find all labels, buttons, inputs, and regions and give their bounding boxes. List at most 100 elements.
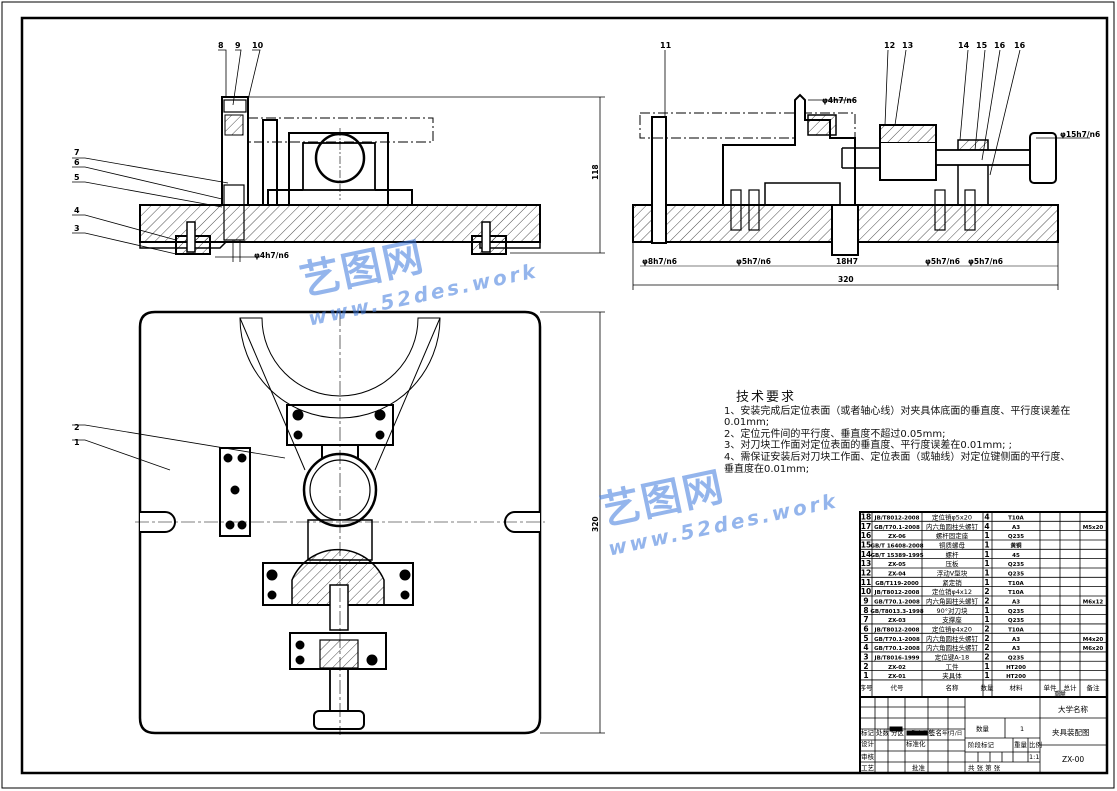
parts-cell: 45 [1012, 553, 1020, 559]
parts-cell: GB/T 16408-2008 [870, 543, 923, 549]
balloon-6: 6 [74, 158, 80, 167]
parts-cell: T10A [1008, 516, 1024, 522]
parts-cell: 1 [984, 578, 989, 587]
tb-sheets: 共 张 第 张 [968, 763, 1001, 772]
parts-cell: 浮动V型块 [937, 568, 968, 577]
parts-cell: A3 [1012, 525, 1020, 531]
balloon-13: 13 [902, 41, 913, 50]
parts-cell: 7 [863, 615, 868, 624]
balloon-16a: 16 [994, 41, 1006, 50]
tb-scale-label: 比例 [1029, 740, 1042, 749]
parts-cell: ZX-03 [888, 618, 906, 624]
balloon-16b: 16 [1014, 41, 1026, 50]
parts-cell: 2 [984, 643, 989, 652]
balloon-10: 10 [252, 41, 264, 50]
parts-cell: 螺杆 [946, 550, 960, 559]
parts-cell: 1 [984, 671, 989, 680]
parts-cell: 10 [861, 587, 871, 596]
parts-cell: 压板 [946, 559, 960, 568]
parts-cell: 8 [863, 606, 868, 615]
tool-block-top [219, 447, 251, 537]
parts-cell: 5 [863, 634, 868, 643]
parts-header-single: 单件 [1044, 683, 1058, 692]
parts-cell: 4 [863, 643, 868, 652]
dim-side-fit-3: 18H7 [836, 257, 858, 266]
dim-side-length: 320 [838, 275, 854, 284]
parts-cell: 定位销φ4x20 [932, 624, 972, 633]
tb-qty-value: 1 [1020, 725, 1024, 733]
side-key [831, 204, 859, 256]
balloon-7: 7 [74, 148, 80, 157]
parts-header-material: 材料 [1010, 683, 1024, 692]
dim-side-fit-screw: φ15h7/n6 [1060, 130, 1100, 139]
screw-handle [1029, 132, 1057, 184]
parts-cell: 定位键A-18 [935, 652, 969, 661]
parts-cell: 内六角圆柱头螺钉 [926, 634, 979, 643]
parts-cell: 螺杆固定座 [936, 531, 969, 540]
parts-cell: Q235 [1008, 534, 1024, 540]
parts-cell: 1 [984, 531, 989, 540]
parts-cell: GB/T70.1-2008 [874, 525, 920, 531]
parts-cell: 内六角圆柱头螺钉 [926, 522, 979, 531]
parts-cell: 2 [984, 596, 989, 605]
parts-cell: 18 [861, 513, 871, 522]
parts-cell: 夹具体 [942, 671, 962, 680]
parts-cell: GB/T8013.3-1998 [870, 609, 923, 615]
tech-item-4: 4、需保证安装后对刀块工作面、定位表面（或轴线）对定位键侧面的平行度、垂直度在0… [724, 451, 1071, 475]
parts-cell: ZX-05 [888, 562, 906, 568]
parts-cell: JB/T8016-1999 [874, 655, 920, 661]
parts-cell: GB/T70.1-2008 [874, 646, 920, 652]
tb-sign: 签名 [929, 728, 942, 737]
parts-cell: 1 [984, 615, 989, 624]
parts-cell: 定位销φ5x20 [932, 513, 972, 522]
parts-cell: 12 [861, 568, 871, 577]
parts-cell: Q235 [1008, 571, 1024, 577]
dim-front-height: 118 [591, 164, 600, 180]
parts-cell: 3 [863, 652, 868, 661]
parts-cell: HT200 [1006, 665, 1026, 671]
tb-zone: 分区 [891, 728, 905, 737]
parts-header-qty: 数量 [981, 683, 995, 692]
parts-cell: 11 [861, 578, 871, 587]
parts-cell: ZX-02 [888, 665, 906, 671]
parts-cell: T10A [1008, 590, 1024, 596]
handle-top [313, 710, 365, 730]
parts-cell: 4 [984, 522, 989, 531]
parts-cell: 1 [984, 606, 989, 615]
balloon-9: 9 [235, 41, 241, 50]
balloon-12: 12 [884, 41, 895, 50]
parts-cell: GB/T119-2000 [875, 581, 919, 587]
parts-cell: 16 [861, 531, 871, 540]
parts-cell: JB/T8012-2008 [874, 516, 920, 522]
title-block [859, 696, 1108, 774]
balloon-11: 11 [660, 41, 672, 50]
dim-side-fit-1: φ8h7/n6 [642, 257, 677, 266]
parts-cell: GB/T 15389-1995 [870, 553, 923, 559]
parts-cell: T10A [1008, 627, 1024, 633]
tb-weight-label: 重量 [1014, 741, 1028, 749]
parts-cell: ZX-01 [888, 674, 906, 680]
balloon-15: 15 [976, 41, 988, 50]
dim-side-fit-4: φ5h7/n6 [925, 257, 960, 266]
balloon-2: 2 [74, 423, 80, 432]
tech-item-2: 2、定位元件间的平行度、垂直度不超过0.05mm; [724, 428, 946, 440]
parts-cell: 9 [863, 596, 868, 605]
parts-cell: 13 [861, 559, 871, 568]
tb-count: 处数 [876, 728, 890, 737]
parts-cell: JB/T8012-2008 [874, 590, 920, 596]
parts-cell: 2 [984, 652, 989, 661]
side-support [722, 93, 856, 206]
tb-school: 大学名称 [1058, 704, 1088, 714]
top-view [72, 310, 605, 735]
parts-cell: ZX-04 [888, 571, 906, 577]
parts-cell: 1 [863, 671, 868, 680]
dim-side-fit-top: φ4h7/n6 [822, 96, 857, 105]
parts-cell: 黄铜 [1010, 541, 1022, 549]
tb-drawing-no: ZX-00 [1062, 755, 1084, 764]
parts-cell: T10A [1008, 581, 1024, 587]
side-view [632, 49, 1090, 290]
dim-side-fit-5: φ5h7/n6 [968, 257, 1003, 266]
tb-process: 工艺 [861, 764, 875, 772]
